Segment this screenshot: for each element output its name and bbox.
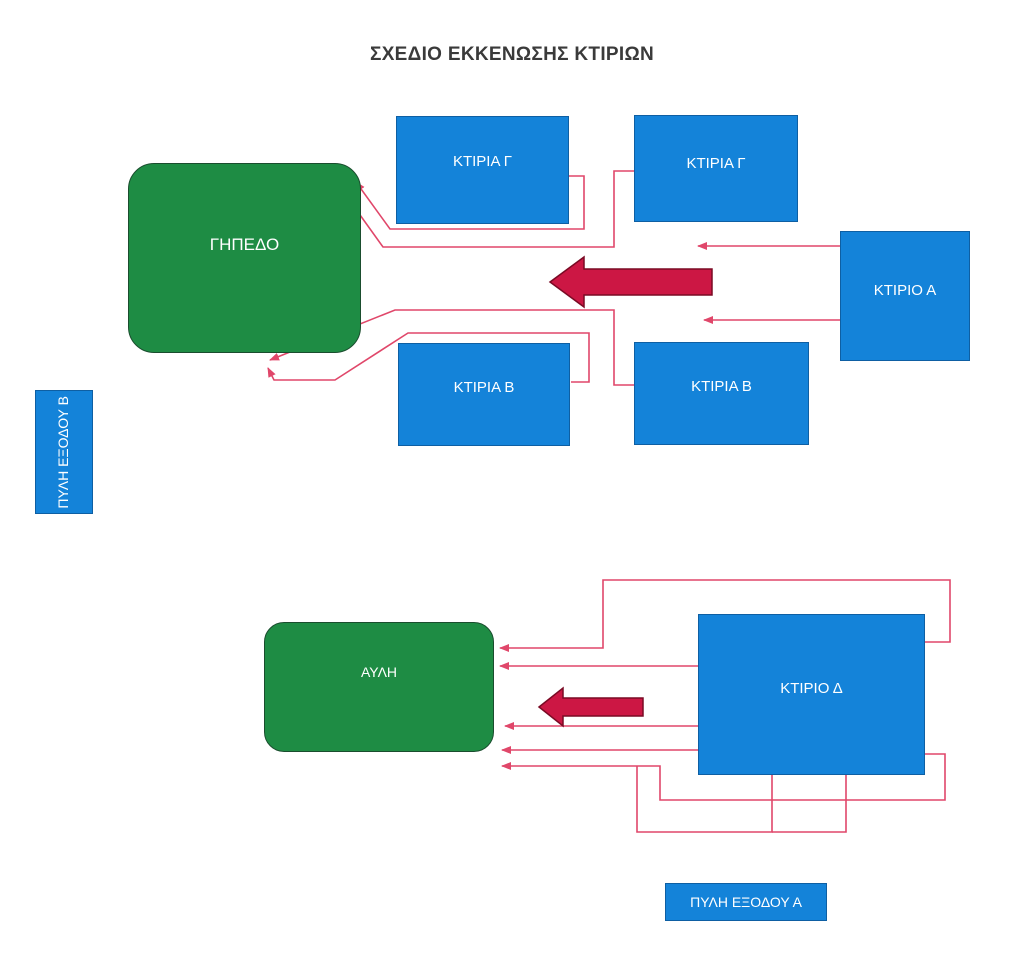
page-title: ΣΧΕΔΙΟ ΕΚΚΕΝΩΣΗΣ ΚΤΙΡΙΩΝ bbox=[370, 44, 654, 65]
building-g-left: ΚΤΙΡΙΑ Γ bbox=[396, 116, 569, 224]
building-g-right: ΚΤΙΡΙΑ Γ bbox=[634, 115, 798, 222]
building-d-label: ΚΤΙΡΙΟ Δ bbox=[780, 680, 843, 697]
building-b-right-label: ΚΤΙΡΙΑ Β bbox=[691, 378, 752, 395]
main-direction-arrow-upper bbox=[548, 255, 713, 309]
exit-gate-b-label: ΠΥΛΗ ΕΞΟΔΟΥ Β bbox=[55, 395, 72, 509]
yard-area: ΑΥΛΗ bbox=[264, 622, 494, 752]
field-area: ΓΗΠΕΔΟ bbox=[128, 163, 361, 353]
exit-gate-a: ΠΥΛΗ ΕΞΟΔΟΥ Α bbox=[665, 883, 827, 921]
route-d-bottom-outer bbox=[636, 766, 773, 833]
field-label: ΓΗΠΕΔΟ bbox=[209, 235, 280, 254]
building-d: ΚΤΙΡΙΟ Δ bbox=[698, 614, 925, 775]
building-b-left-label: ΚΤΙΡΙΑ Β bbox=[453, 379, 515, 396]
exit-gate-a-label: ΠΥΛΗ ΕΞΟΔΟΥ Α bbox=[690, 894, 802, 910]
yard-label: ΑΥΛΗ bbox=[360, 664, 398, 680]
route-d-bottom-inner bbox=[772, 775, 847, 833]
building-g-right-label: ΚΤΙΡΙΑ Γ bbox=[686, 155, 746, 172]
building-b-left: ΚΤΙΡΙΑ Β bbox=[398, 343, 570, 446]
building-g-left-label: ΚΤΙΡΙΑ Γ bbox=[452, 152, 513, 170]
building-b-right: ΚΤΙΡΙΑ Β bbox=[634, 342, 809, 445]
building-a-label: ΚΤΙΡΙΟ Α bbox=[873, 281, 937, 299]
exit-gate-b: ΠΥΛΗ ΕΞΟΔΟΥ Β bbox=[35, 390, 93, 514]
building-a: ΚΤΙΡΙΟ Α bbox=[840, 231, 970, 361]
main-direction-arrow-lower bbox=[537, 686, 644, 728]
